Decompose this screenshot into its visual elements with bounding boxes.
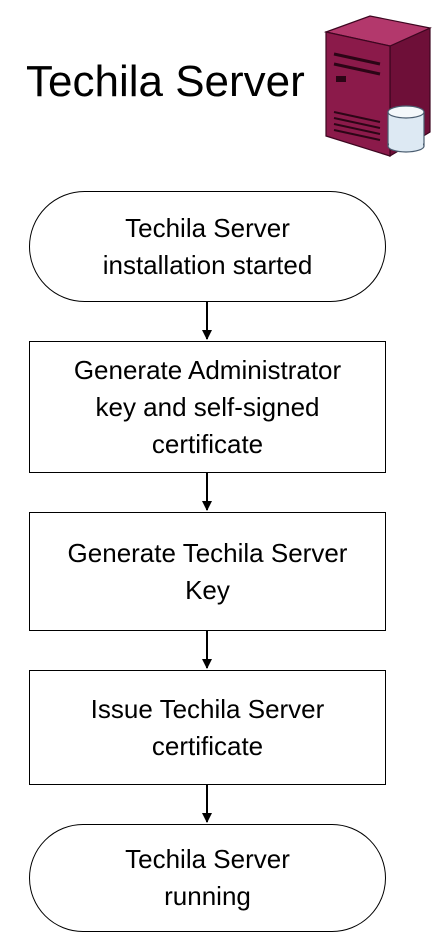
start-terminal-node: Techila Server installation started [29, 191, 386, 302]
server-running-terminal-node: Techila Server running [29, 824, 386, 932]
node-label-line: Techila Server [125, 844, 290, 874]
server-database-icon [323, 15, 432, 158]
node-label-line: Generate Administrator [73, 354, 342, 385]
node-label-line: installation started [102, 249, 313, 280]
issue-server-certificate-process-node: Issue Techila Server certificate [29, 670, 386, 785]
node-label-line: Key [185, 574, 230, 605]
generate-server-key-process-node: Generate Techila Server Key [29, 512, 386, 631]
node-label-line: certificate [151, 730, 264, 761]
node-label-line: certificate [151, 428, 264, 459]
generate-admin-key-process-node: Generate Administrator key and self-sign… [29, 341, 386, 473]
node-label-line: key and self-signed [95, 391, 320, 422]
page-title: Techila Server [26, 57, 305, 106]
node-label-line: Issue Techila Server [90, 693, 325, 724]
node-label-line: Techila Server [125, 212, 290, 243]
server-front-face [325, 31, 391, 157]
node-label-line: running [164, 881, 251, 911]
database-icon [387, 105, 425, 153]
node-label-line: Generate Techila Server [67, 537, 348, 568]
